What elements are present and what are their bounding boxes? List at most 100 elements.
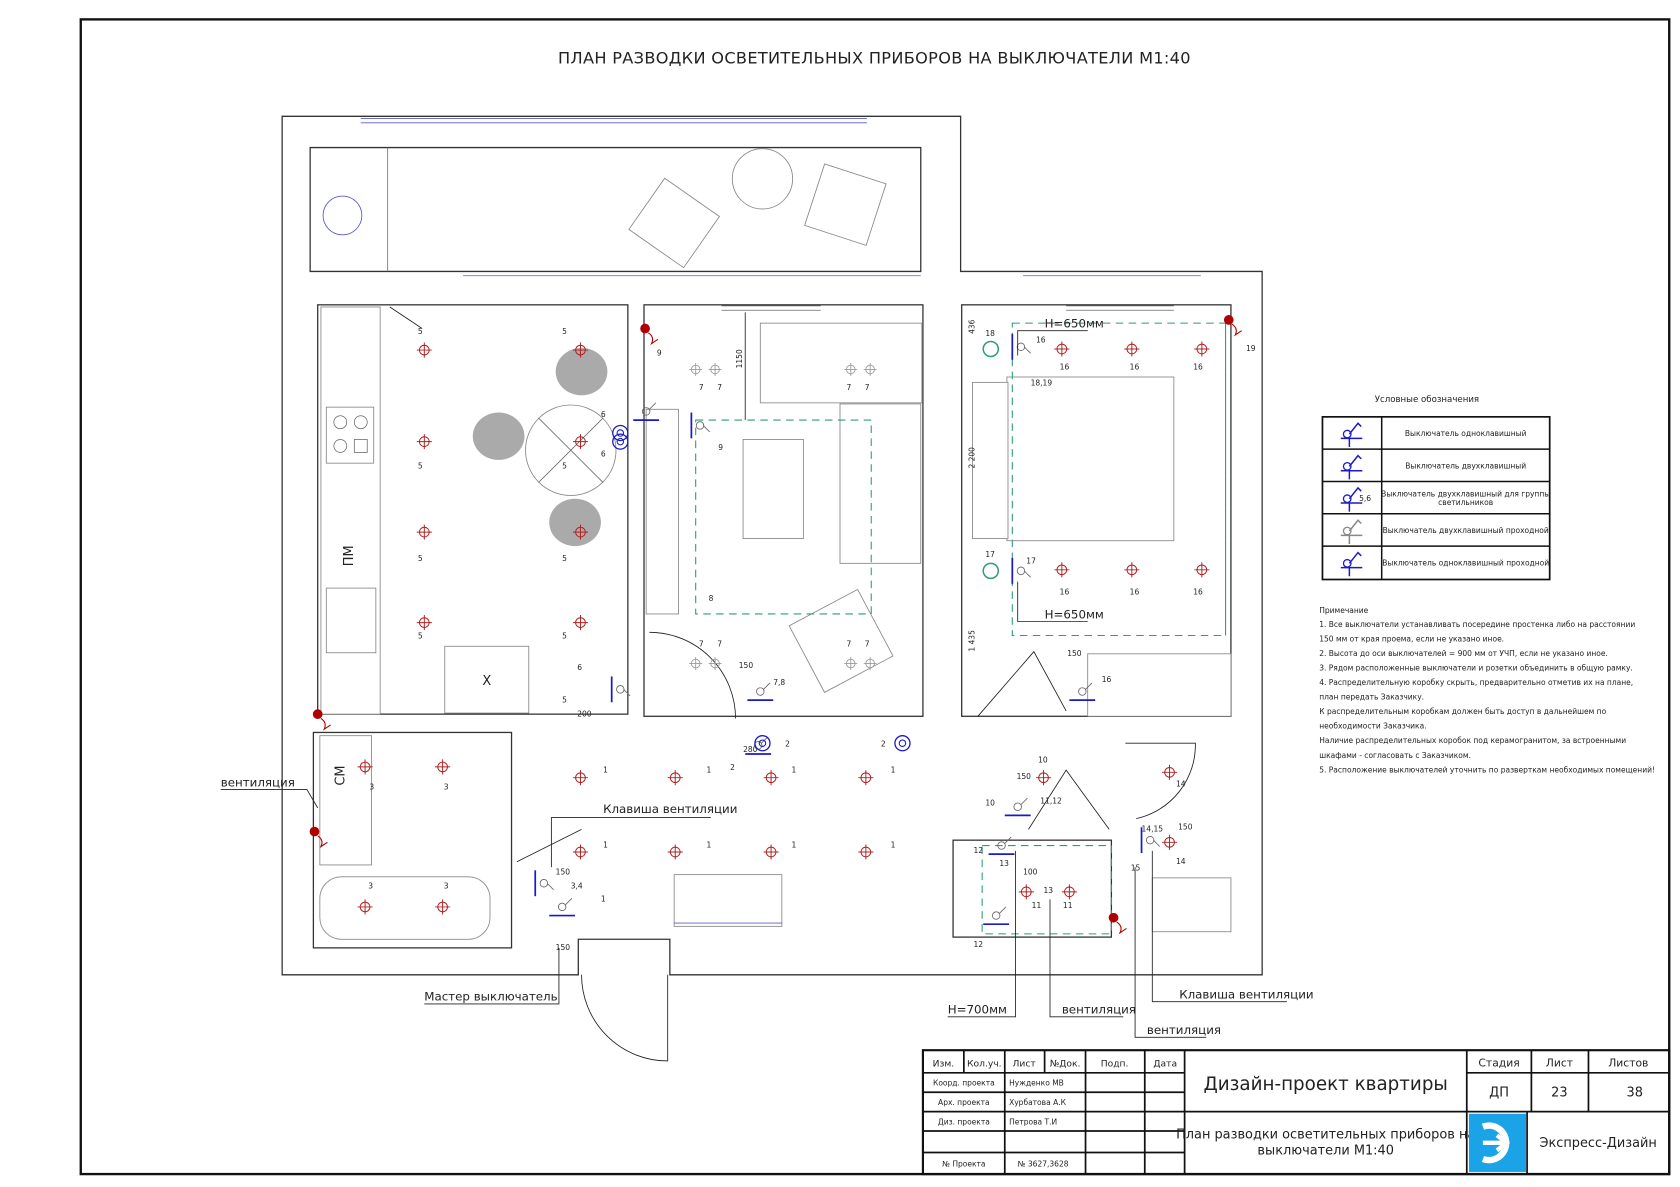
ceiling-light-icon [763,844,779,860]
switch-icon [983,906,1010,926]
spot-light-icon [844,362,858,376]
fixture-group-label: 11 [1063,901,1073,910]
note-line: 150 мм от края проема, если не указано и… [1319,634,1504,643]
title-block-header: Подп. [1101,1059,1129,1069]
title-block-role: Арх. проекта [938,1098,990,1107]
fixture-group-label: 16 [1130,362,1140,371]
fixture-group-label: 7 [865,383,870,392]
annotations: вентиляция Клавиша вентиляции Мастер вык… [221,316,1314,1038]
fixture-group-label: 16 [1060,362,1070,371]
note-line: 2. Высота до оси выключателей = 900 мм о… [1319,649,1608,658]
fixture-group-label: 7 [699,383,704,392]
fixture-group-label: 16 [1060,588,1070,597]
fixture-group-label: 13 [999,859,1009,868]
switch-icon [1069,682,1096,701]
fixture-group-label: 9 [657,348,662,357]
ceiling-light-icon [572,524,588,540]
sheet-label: Лист [1546,1056,1573,1069]
ceiling-light-icon [416,342,432,358]
fixture-group-label: 1 [603,841,608,850]
fixture-group-label: 2 [785,739,790,748]
balcony-plant [322,195,363,236]
fixture-group-label: 14,15 [1142,825,1164,834]
switch-icon [690,412,710,439]
fixture-group-label: 1 [603,765,608,774]
annotation-ventilation-wc: вентиляция [1062,1003,1136,1017]
note-line: Наличие распределительных коробок под ке… [1319,736,1626,745]
fixture-group-label: 14 [1176,779,1186,788]
note-line: К распределительным коробкам должен быть… [1319,707,1606,716]
ceiling-light-icon [357,759,373,775]
chair [549,498,601,547]
junction-box-icon [1108,912,1127,935]
switches [534,333,1161,926]
fixture-group-label: 12 [974,940,984,949]
fixture-group-label: 5 [562,462,567,471]
fixture-group-label: 1 [706,765,711,774]
ceiling-light-icon [1124,562,1140,578]
sheet-frame [79,18,1671,1176]
note-line: план передать Заказчику. [1319,693,1424,702]
company-logo [1468,1113,1526,1172]
fixture-group-label: 14 [1176,857,1186,866]
ceiling-light-icon [1054,562,1070,578]
title-block-role: № Проекта [942,1160,985,1169]
title-block-role: Диз. проекта [938,1118,990,1127]
fixture-group-label: 2 [881,739,886,748]
annotation-vent-key-right: Клавиша вентиляции [1179,988,1313,1002]
dimension: 200 [577,709,592,718]
spot-light-icon [863,362,877,376]
annotation-ventilation-bath2: вентиляция [1147,1023,1221,1037]
switch-single-icon [1340,422,1363,448]
junction-box-icon [312,709,331,731]
sheet-title: ПЛАН РАЗВОДКИ ОСВЕТИТЕЛЬНЫХ ПРИБОРОВ НА … [558,49,1191,68]
fixture-group-label: 3 [368,882,373,891]
balcony-table [731,148,794,210]
fixture-group-label: 5 [562,695,567,704]
fixture-group-label: 2 [730,763,735,772]
fixture-group-label: 7 [717,383,722,392]
title-block-name: № 3627,3628 [1018,1160,1069,1169]
junction-boxes [309,315,1242,935]
fixture-group-label: 16 [1102,675,1112,684]
sheets-label: Листов [1608,1056,1648,1069]
floor-plan: ПМ X 1150 436 2 200 1 435 [281,115,1263,1062]
dimension: 436 [968,319,977,334]
title-block-header: Изм. [933,1059,954,1069]
legend-label: Выключатель одноклавишный проходной [1382,558,1549,567]
fixture-group-label: 7,8 [773,678,785,687]
switch-icon [1011,557,1031,584]
ceiling-light-icon [416,434,432,450]
balcony-armchair [804,163,887,246]
legend-mark: 5,6 [1359,494,1371,503]
ceiling-light-icon [572,844,588,860]
fixture-group-label: 16 [1193,362,1203,371]
fixture-group-label: 1 [706,841,711,850]
room-wc [952,839,1113,938]
legend-label: Выключатель двухклавишный для группы [1381,490,1550,499]
socket-icon [982,340,1000,358]
spot-light-icon [863,657,877,670]
fixture-group-label: 17 [1026,556,1036,565]
fixture-group-label: 1 [792,765,797,774]
fixture-group-label: 5 [418,554,423,563]
legend-title: Условные обозначения [1375,395,1479,405]
ceiling-light-icon [1194,562,1210,578]
dimension: 150 [556,943,571,952]
fixture-group-label: 9 [718,443,723,452]
ceiling-light-icon [667,770,683,786]
ceiling-light-icon [572,434,588,450]
fixture-group-label: 5 [562,327,567,336]
ceiling-light-icon [435,759,451,775]
sheet-title-line2: выключатели М1:40 [1257,1144,1394,1159]
fixture-group-label: 7 [717,639,722,648]
fixture-group-label: 16 [1130,588,1140,597]
legend-label: Выключатель двухклавишный проходной [1383,526,1549,535]
ceiling-light-icon [357,899,373,915]
title-block-header: Кол.уч. [967,1059,1002,1069]
fixture-group-label: 1 [792,841,797,850]
dimension: 1150 [735,349,744,368]
ceiling-light-icon [572,615,588,631]
title-block-header: №Док. [1050,1059,1081,1069]
